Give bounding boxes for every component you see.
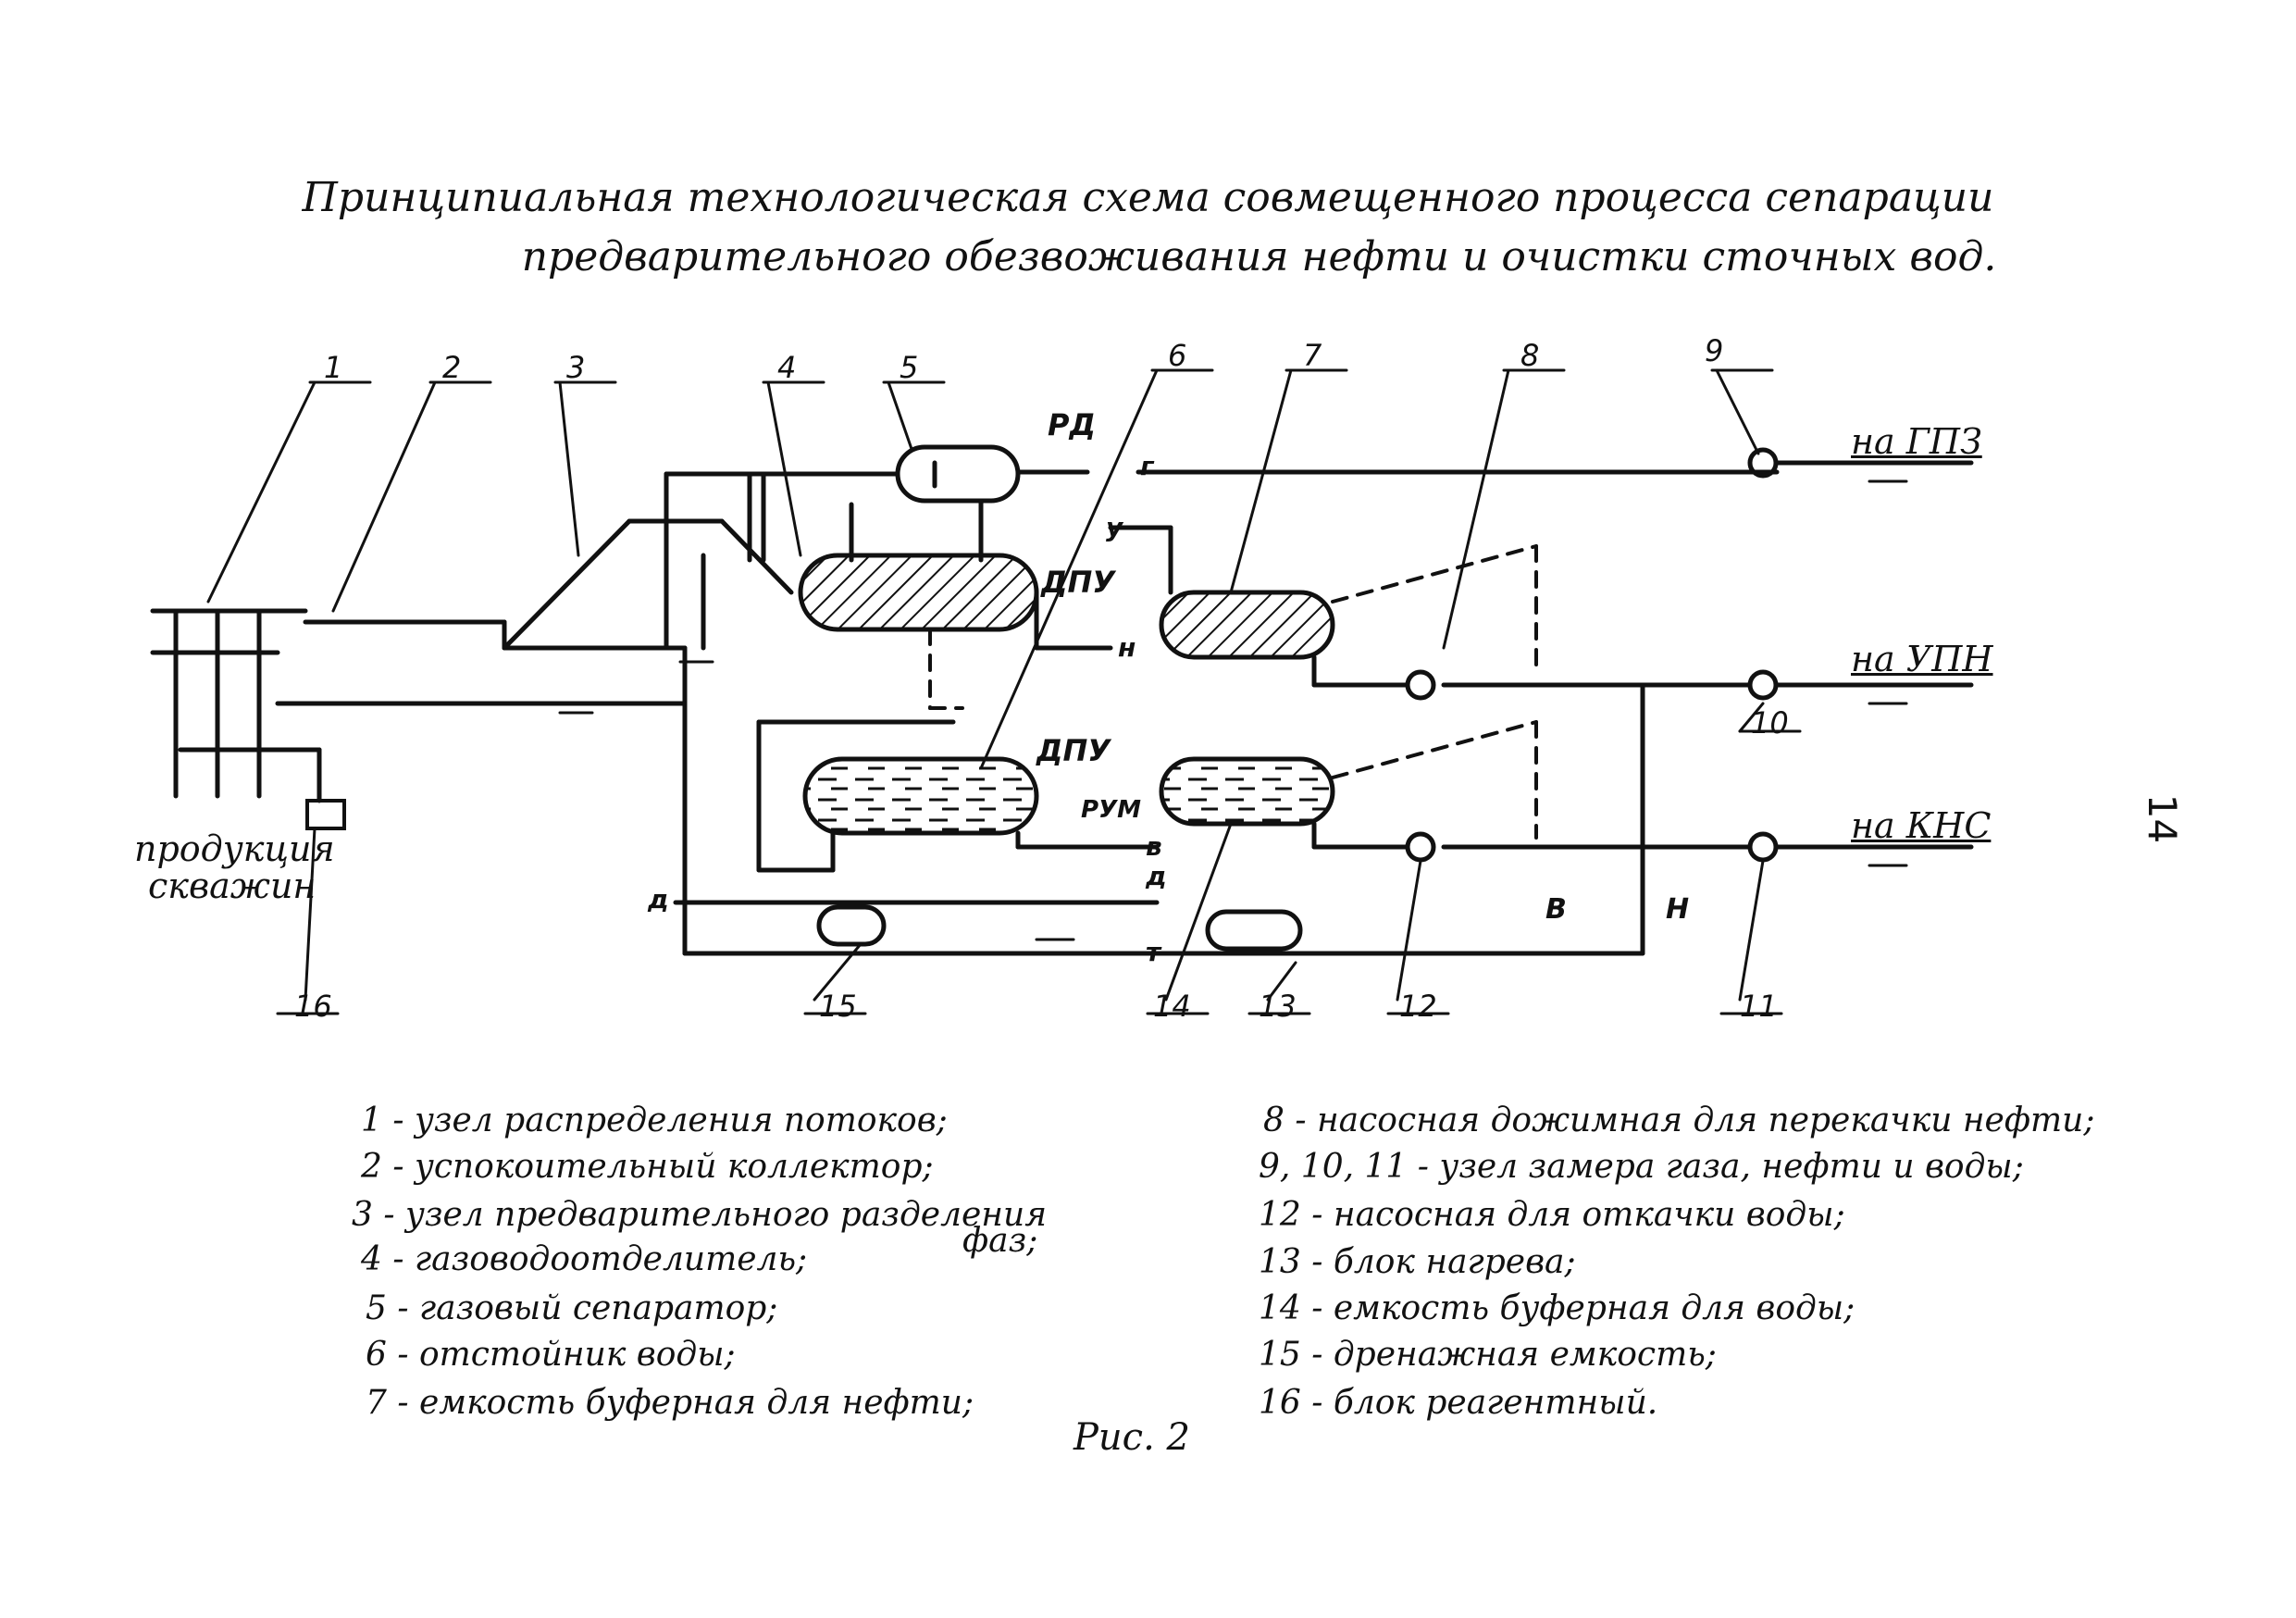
title-line-1: Принципиальная технологическая схема сов… <box>302 174 1994 221</box>
legend-item-4: 4 - газоводоотделитель; <box>361 1240 808 1278</box>
figure-caption: Рис. 2 <box>1074 1416 1190 1459</box>
water-meter-11 <box>1747 831 1779 863</box>
part-number-4: 4 <box>777 350 797 385</box>
legend-item-16: 16 - блок реагентный. <box>1259 1384 1658 1422</box>
legend-item-7: 7 - емкость буферная для нефти; <box>366 1384 974 1422</box>
outlet-gpz: на ГПЗ <box>1851 421 1982 462</box>
gas-separator <box>895 444 1021 504</box>
legend-item-15: 15 - дренажная емкость; <box>1259 1336 1717 1374</box>
part-number-13: 13 <box>1259 989 1297 1024</box>
stream-d: д <box>1146 861 1167 891</box>
legend-item-5: 5 - газовый сепаратор; <box>366 1289 778 1327</box>
part-number-14: 14 <box>1153 989 1191 1024</box>
part-number-16: 16 <box>294 989 332 1024</box>
part-number-12: 12 <box>1399 989 1437 1024</box>
title-line-2: предварительного обезвоживания нефти и о… <box>521 233 1997 280</box>
part-number-7: 7 <box>1303 338 1322 373</box>
inlet-label-2: скважин <box>148 865 316 906</box>
stream-n-lower: Н <box>1666 893 1690 926</box>
part-number-9: 9 <box>1705 333 1724 368</box>
water-buffer-tank <box>1159 756 1335 827</box>
part-number-10: 10 <box>1751 705 1789 741</box>
legend-item-12: 12 - насосная для откачки воды; <box>1259 1196 1845 1234</box>
distribution-manifold <box>150 608 346 830</box>
part-number-5: 5 <box>900 350 919 385</box>
part-number-8: 8 <box>1520 338 1540 373</box>
part-number-2: 2 <box>442 350 462 385</box>
legend-item-14: 14 - емкость буферная для воды; <box>1259 1289 1855 1327</box>
stream-g: г <box>1140 451 1154 481</box>
legend-item-3: 3 - узел предварительного разделения <box>352 1196 1048 1234</box>
stream-t: т <box>1146 937 1161 967</box>
part-number-3: 3 <box>566 350 586 385</box>
water-pump-12 <box>1405 831 1436 863</box>
dpu-label-lower: ДПУ <box>1036 733 1111 768</box>
drain-tank <box>816 904 887 947</box>
stream-n: н <box>1118 632 1136 663</box>
pressure-regulator-label: РД <box>1048 407 1096 442</box>
phase-separation-node <box>502 518 794 651</box>
legend-item-9-10-11: 9, 10, 11 - узел замера газа, нефти и во… <box>1259 1148 2024 1186</box>
stream-d-left: д <box>648 884 669 915</box>
outlet-kns: на КНС <box>1851 805 1992 846</box>
heating-block <box>1205 909 1303 952</box>
gas-water-separator <box>798 553 1039 632</box>
page-number: 14 <box>2140 793 2186 844</box>
part-number-6: 6 <box>1168 338 1187 373</box>
dpu-label-upper: ДПУ <box>1041 565 1115 600</box>
oil-pump-8 <box>1405 669 1436 701</box>
oil-meter-10 <box>1747 669 1779 701</box>
part-number-15: 15 <box>819 989 857 1024</box>
oil-buffer-tank <box>1159 590 1335 660</box>
stream-v-lower: В <box>1545 893 1567 926</box>
legend-item-6: 6 - отстойник воды; <box>366 1336 736 1374</box>
part-number-1: 1 <box>324 350 343 385</box>
stream-u: у <box>1106 512 1123 542</box>
level-regulator-label: РУМ <box>1081 796 1141 824</box>
part-number-11: 11 <box>1740 989 1778 1024</box>
legend-item-8: 8 - насосная дожимная для перекачки нефт… <box>1263 1101 2095 1139</box>
legend-item-3-wrap: фаз; <box>962 1222 1038 1260</box>
legend-item-13: 13 - блок нагрева; <box>1259 1243 1576 1281</box>
inlet-label-1: продукция <box>134 828 335 869</box>
legend-item-1: 1 - узел распределения потоков; <box>361 1101 948 1139</box>
legend-item-2: 2 - успокоительный коллектор; <box>361 1148 934 1186</box>
stream-v: в <box>1146 831 1162 862</box>
water-settler <box>802 756 1039 836</box>
outlet-upn: на УПН <box>1851 639 1993 679</box>
